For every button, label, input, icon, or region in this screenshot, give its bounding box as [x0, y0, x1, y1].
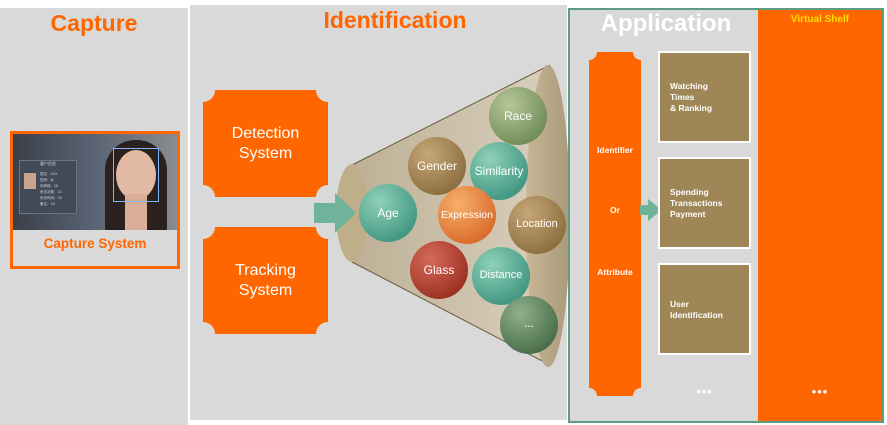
more-label: ...	[523, 316, 534, 330]
capture-system-label: Capture System	[43, 236, 147, 251]
photo-field: 姓名：XXX	[40, 172, 58, 176]
location-circle	[508, 196, 566, 254]
gender-label: Gender	[416, 159, 458, 173]
face-detect-frame	[113, 148, 159, 202]
or-text: Or	[610, 205, 620, 215]
expression-circle	[438, 186, 496, 244]
identifier-column-shape	[589, 52, 641, 396]
similarity-label: Similarity	[474, 164, 524, 178]
app-box-line: Spending	[670, 187, 709, 197]
app-box-line: & Ranking	[670, 103, 713, 113]
race-circle	[489, 87, 547, 145]
detection-system-text: Detection System	[231, 125, 300, 162]
glass-label: Glass	[423, 263, 455, 277]
photo-field: 性别：女	[40, 178, 54, 182]
attribute-text: Attribute	[597, 267, 633, 277]
tracking-system-text: Tracking System	[235, 262, 296, 299]
gender-circle	[408, 137, 466, 195]
identification-title: Identification	[323, 7, 467, 33]
more-circle	[500, 296, 558, 354]
app-box-line: Times	[670, 92, 695, 102]
app-box-line: User	[670, 299, 689, 309]
location-label: Location	[516, 218, 558, 230]
photo-field: 来访次数：10	[40, 190, 62, 194]
capture-title: Capture	[50, 10, 138, 36]
app-box-watching: Watching Times & Ranking	[658, 51, 751, 143]
app-box-line: Identification	[670, 310, 723, 320]
app-box-spending: Spending Transactions Payment	[658, 157, 751, 249]
app-box-line: Transactions	[670, 198, 723, 208]
identifier-text: Identifier	[597, 145, 633, 155]
photo-panel-title: 客户信息	[40, 161, 56, 166]
photo-field: 年龄段：18	[40, 184, 58, 188]
glass-circle	[410, 241, 468, 299]
application-title: Application	[600, 10, 732, 37]
virtual-shelf-more: •••	[811, 384, 829, 399]
face	[116, 150, 156, 200]
race-label: Race	[503, 109, 532, 123]
application-more: •••	[696, 384, 713, 399]
tracking-system-shape	[203, 227, 328, 334]
photo-info-panel: 客户信息 姓名：XXX 性别：女 年龄段：18 来访次数：10 来访时间：XX …	[19, 160, 77, 214]
detection-system-shape	[203, 90, 328, 197]
app-box-line: Watching	[670, 81, 708, 91]
similarity-circle	[470, 142, 528, 200]
cone-edge-top	[351, 64, 551, 166]
app-box-user: User Identification	[658, 263, 751, 355]
virtual-shelf-title: Virtual Shelf	[790, 14, 850, 25]
virtual-shelf-panel	[758, 10, 882, 421]
photo-field: 来访时间：XX	[40, 196, 63, 200]
tracking-system-label: Tracking System	[203, 261, 328, 301]
photo-field: 备注：XX	[40, 202, 56, 206]
distance-label: Distance	[479, 269, 523, 281]
photo-fields: 姓名：XXX 性别：女 年龄段：18 来访次数：10 来访时间：XX 备注：XX	[40, 171, 74, 207]
age-circle	[359, 184, 417, 242]
age-label: Age	[377, 206, 399, 220]
detection-system-label: Detection System	[203, 124, 328, 164]
capture-photo: 客户信息 姓名：XXX 性别：女 年龄段：18 来访次数：10 来访时间：XX …	[13, 134, 177, 230]
distance-circle	[472, 247, 530, 305]
arrow-to-cone	[314, 193, 356, 233]
arrow-to-apps	[640, 199, 662, 221]
app-box-line: Payment	[670, 209, 706, 219]
capture-system-box: 客户信息 姓名：XXX 性别：女 年龄段：18 来访次数：10 来访时间：XX …	[10, 131, 180, 269]
photo-thumbnail	[24, 173, 36, 189]
expression-label: Expression	[441, 209, 493, 221]
face-neck	[125, 194, 147, 230]
